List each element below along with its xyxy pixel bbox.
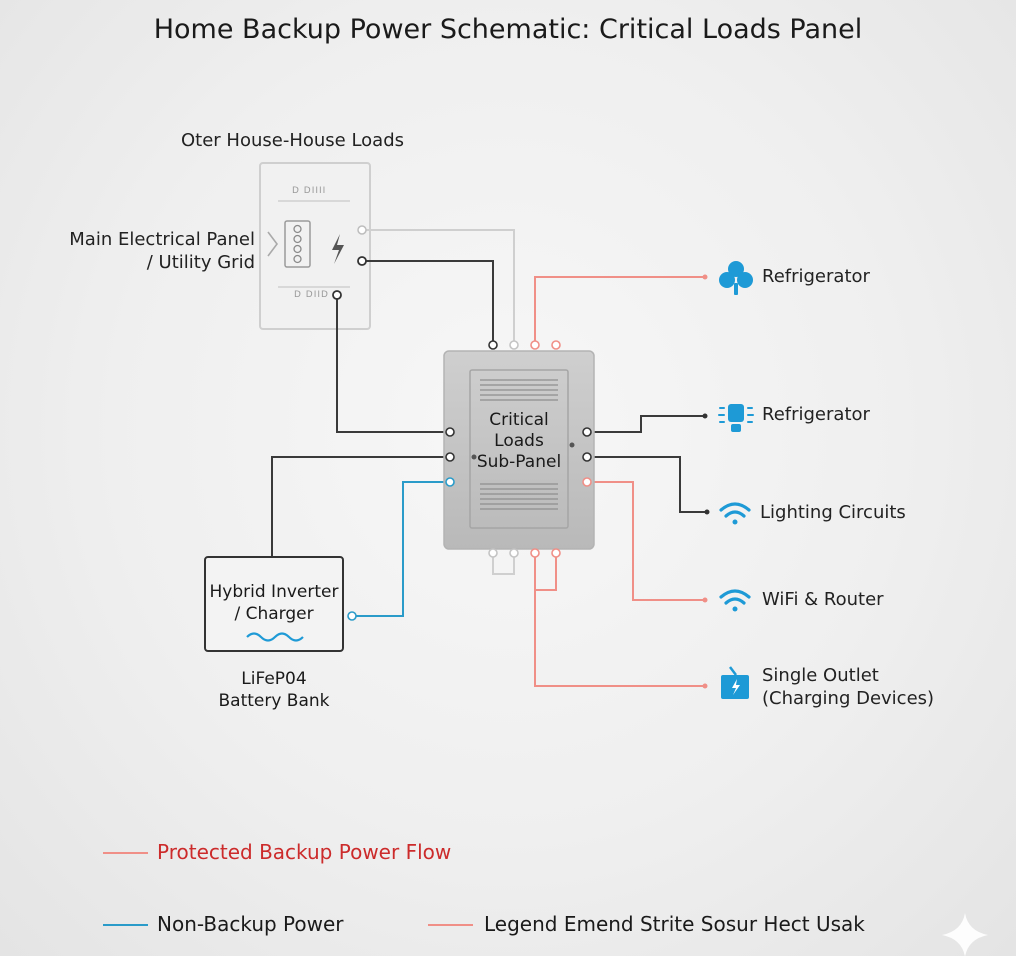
load-label-refrigerator: Refrigerator	[762, 266, 870, 287]
sub-panel-label-line2: Loads	[494, 431, 544, 451]
main-electrical-panel	[259, 162, 371, 330]
inverter-label-line2: / Charger	[234, 604, 314, 624]
legend-extra-label: Legend Emend Strite Sosur Hect Usak	[484, 912, 865, 936]
inverter-label: Hybrid Inverter / Charger	[205, 581, 343, 625]
main-panel-label-line2: / Utility Grid	[146, 252, 255, 273]
ac-wave-icon	[246, 632, 304, 642]
main-panel-group-label: Oter House-House Loads	[181, 130, 405, 151]
battery-label: LiFeP04 Battery Bank	[200, 668, 348, 712]
lightning-bolt-icon	[332, 234, 344, 264]
legend-non-backup-label: Non-Backup Power	[157, 912, 344, 936]
sub-panel-label-line3: Sub-Panel	[476, 452, 562, 472]
wifi-icon	[719, 502, 751, 525]
sparkle-icon	[942, 913, 988, 956]
outlet-icon	[721, 666, 749, 699]
load-label-lighting-circuits: Lighting Circuits	[760, 502, 906, 523]
inverter-label-line1: Hybrid Inverter	[209, 582, 339, 602]
light-bulb-icon	[718, 404, 754, 432]
load-label-refrigerator-2: Refrigerator	[762, 404, 870, 425]
load-label-single-outlet: Single Outlet (Charging Devices)	[762, 664, 934, 710]
load-label-single-outlet-line2: (Charging Devices)	[762, 688, 935, 709]
page-title: Home Backup Power Schematic: Critical Lo…	[153, 14, 863, 45]
critical-loads-sub-panel	[443, 350, 595, 550]
breaker-icon	[284, 220, 311, 268]
load-label-wifi-router: WiFi & Router	[762, 589, 884, 610]
load-label-single-outlet-line1: Single Outlet	[762, 665, 879, 686]
sub-panel-label-line1: Critical	[489, 410, 549, 430]
hybrid-inverter-box	[204, 556, 344, 652]
chevron-right-icon	[267, 231, 278, 257]
main-panel-label-line1: Main Electrical Panel	[69, 229, 255, 250]
wifi-icon	[719, 589, 751, 612]
main-panel-label: Main Electrical Panel / Utility Grid	[60, 228, 255, 274]
main-panel-bottom-text: D DIID	[294, 290, 329, 300]
battery-label-line1: LiFeP04	[241, 669, 307, 689]
sub-panel-label: Critical Loads Sub-Panel	[470, 410, 568, 473]
main-panel-top-text: D DIIII	[292, 186, 327, 196]
refrigerator-icon	[719, 261, 753, 295]
battery-label-line2: Battery Bank	[218, 691, 330, 711]
legend-protected-label: Protected Backup Power Flow	[157, 840, 452, 864]
